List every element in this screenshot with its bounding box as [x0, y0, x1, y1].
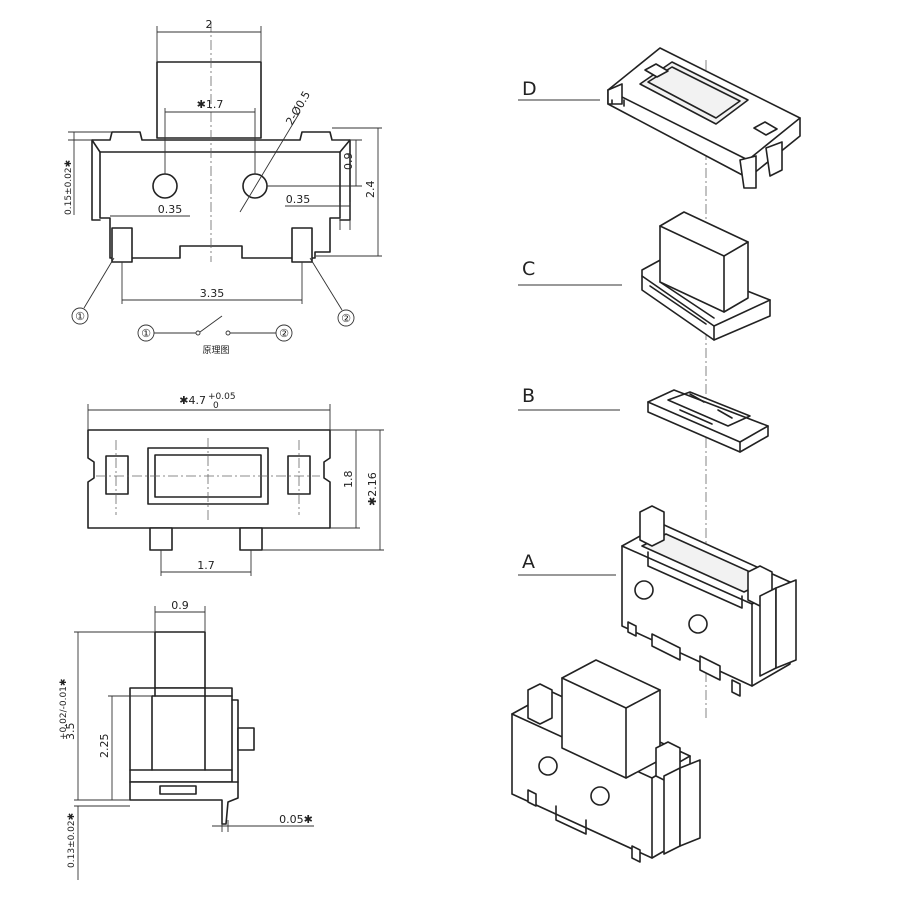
part-a-housing: [621, 505, 797, 697]
front-view: 2 ✱1.7 2-Ø0.5 0.15±0.02✱ 0.9 2.4 0.35 0.…: [64, 18, 382, 327]
switch-schematic: ① ② 原理图: [137, 315, 293, 356]
part-d-cover: [607, 47, 801, 189]
part-a-peg-left: [634, 580, 654, 600]
dim-hole-pitch: ✱1.7: [197, 98, 224, 111]
dim-plan-width: ✱4.7: [179, 394, 206, 407]
dim-pin-pitch: 3.35: [200, 287, 225, 300]
dim-plan-pin-pitch: 1.7: [197, 559, 215, 572]
plan-terminal-right: [239, 527, 263, 551]
front-actuator: [156, 61, 262, 139]
side-view: 0.9 2.25 3.5 +0.02/-0.01✱ 0.13±0.02✱ 0.0…: [59, 599, 314, 880]
dim-right-gap: 0.35: [286, 193, 311, 206]
plan-view: ✱4.7 +0.05 0 1.8 ✱2.16 1.7: [87, 392, 384, 576]
front-body: [91, 131, 351, 259]
side-actuator: [154, 631, 206, 689]
dim-side-base-thickness: 0.13±0.02✱: [67, 813, 77, 868]
front-terminal-2: [291, 227, 313, 263]
part-a-peg-right: [688, 614, 708, 634]
assembled-peg-left: [538, 756, 558, 776]
plan-terminal-left: [149, 527, 173, 551]
assembled-peg-right: [590, 786, 610, 806]
plan-pad-left: [105, 455, 129, 495]
part-b-spring: [647, 389, 769, 453]
part-label-a: A: [522, 551, 535, 573]
dim-plan-outer-height: ✱2.16: [366, 472, 379, 506]
dim-side-body-height: 2.25: [98, 734, 111, 759]
dim-side-lead-offset: 0.05✱: [279, 813, 313, 826]
schematic-pin-1: ①: [141, 327, 151, 340]
pin-label-1: ①: [75, 310, 85, 323]
dim-left-gap: 0.35: [158, 203, 183, 216]
part-a-post-left: [639, 505, 665, 547]
schematic-caption: 原理图: [202, 345, 229, 356]
dim-side-total-tol: +0.02/-0.01✱: [59, 679, 69, 740]
part-label-d: D: [522, 78, 537, 100]
dim-plan-width-tol-upper: +0.05: [208, 392, 236, 402]
dim-side-total-height: 3.5: [64, 723, 77, 741]
part-label-c: C: [522, 258, 535, 280]
assembled-switch: [511, 659, 701, 863]
side-body: [129, 687, 233, 783]
side-base: [129, 781, 239, 825]
part-label-b: B: [522, 385, 535, 407]
dim-plan-width-tol-lower: 0: [213, 401, 219, 411]
front-left-clip: [91, 139, 101, 221]
dim-hole-offset: 0.9: [342, 153, 355, 171]
front-terminal-1: [111, 227, 133, 263]
dim-plan-inner-height: 1.8: [342, 471, 355, 489]
dim-side-actuator-width: 0.9: [171, 599, 189, 612]
dim-left-thickness: 0.15±0.02✱: [64, 160, 74, 215]
part-c-actuator: [641, 211, 771, 341]
pin-label-2: ②: [341, 312, 351, 325]
front-right-clip: [339, 139, 351, 221]
part-d-clip: [739, 155, 757, 189]
dim-total-height: 2.4: [364, 181, 377, 199]
schematic-pin-2: ②: [279, 327, 289, 340]
plan-body: [87, 429, 331, 529]
dim-top-width: 2: [206, 18, 213, 31]
dim-hole-spec: 2-Ø0.5: [283, 89, 313, 128]
side-lead: [237, 727, 255, 751]
